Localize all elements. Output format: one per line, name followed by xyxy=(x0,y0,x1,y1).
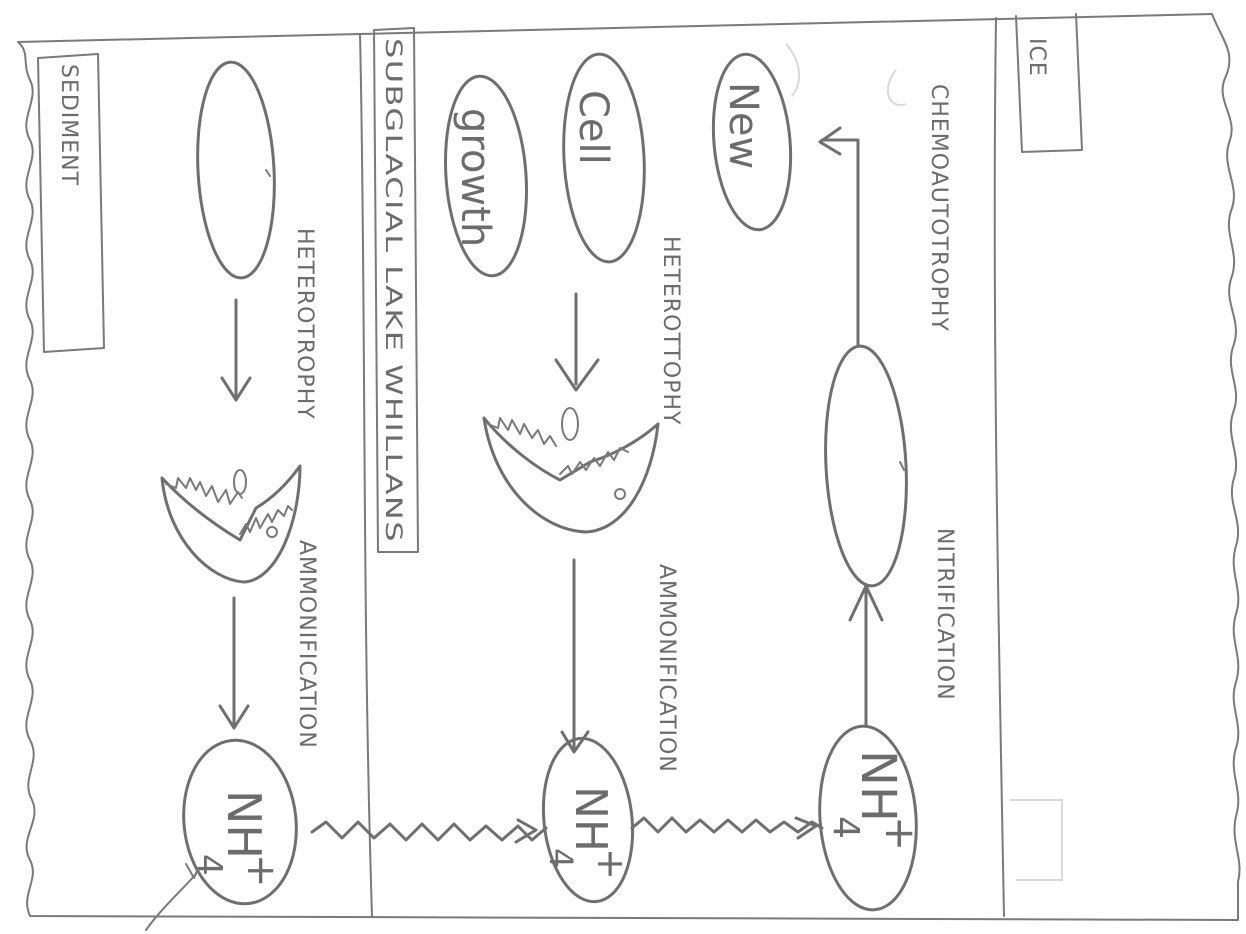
lake-arrow-1 xyxy=(554,292,600,392)
nitrifier-nh-text: NH xyxy=(850,750,906,822)
lake-word-cell: Cell xyxy=(570,90,616,165)
sediment-cell xyxy=(196,60,276,280)
new-cell-word: New xyxy=(720,82,766,169)
new-cell: New xyxy=(711,52,793,232)
nitrification-arrow xyxy=(848,584,884,728)
lake-nh-charge: + xyxy=(589,848,633,880)
sediment-arrow-1 xyxy=(220,298,252,402)
lake-heterotrophy-label: HETEROTTOPHY xyxy=(658,236,683,425)
sediment-ammonium: NH 4 + xyxy=(145,738,298,931)
divider-lake-ice xyxy=(993,17,1005,917)
divider-sediment-lake xyxy=(359,33,373,917)
chemoautotrophy-label: CHEMOAUTOTROPHY xyxy=(926,84,951,332)
lake-nh-text: NH xyxy=(565,786,616,852)
zone-label-sediment: SEDIMENT xyxy=(37,53,105,353)
sediment-ammonification-label: AMMONIFICATION xyxy=(294,540,319,749)
zone-label-sediment-text: SEDIMENT xyxy=(56,64,81,186)
nitrification-label: NITRIFICATION xyxy=(932,528,957,701)
lake-arrow-2 xyxy=(560,558,590,754)
lake-nh-sub: 4 xyxy=(542,848,580,868)
lake-cell-growth: growth xyxy=(443,74,529,278)
sediment-mouth-icon xyxy=(160,464,302,584)
lake-cell-cell: Cell xyxy=(562,52,646,264)
nitrifier-nh-sub: 4 xyxy=(825,816,866,839)
paper-outline xyxy=(17,13,1241,921)
zone-label-ice-text: ICE xyxy=(1024,38,1049,77)
nitrifier-ammonium: NH 4 + xyxy=(818,724,925,912)
sediment-heterotrophy-label: HETEROTROPHY xyxy=(292,228,317,420)
nitrifier-nh-charge: + xyxy=(876,816,925,851)
sediment-nh-text: NH xyxy=(217,790,271,859)
erased-mark xyxy=(1010,799,1063,881)
erased-mark xyxy=(785,43,801,97)
zone-label-lake-text: SUBGLACIAL LAKE WHILLANS xyxy=(380,38,405,543)
lake-mouth-icon xyxy=(482,407,660,534)
lake-ammonification-label: AMMONIFICATION xyxy=(654,564,679,773)
diffusion-arrow-lake-to-nitrifier xyxy=(630,816,824,840)
erased-mark xyxy=(886,69,907,107)
sediment-nh-sub: 4 xyxy=(189,854,229,876)
sediment-nh-charge: + xyxy=(238,854,284,888)
chemoautotrophy-arrow xyxy=(818,126,860,348)
lake-word-growth: growth xyxy=(452,108,498,247)
lake-ammonium: NH 4 + xyxy=(541,736,635,904)
zone-label-lake: SUBGLACIAL LAKE WHILLANS xyxy=(373,27,419,553)
nitrifier-cell xyxy=(824,344,908,588)
sediment-arrow-2 xyxy=(218,596,250,730)
divider-ice-label xyxy=(1015,13,1083,153)
diffusion-arrow-sediment-to-lake xyxy=(310,818,548,844)
zone-label-ice: ICE xyxy=(1024,38,1049,77)
